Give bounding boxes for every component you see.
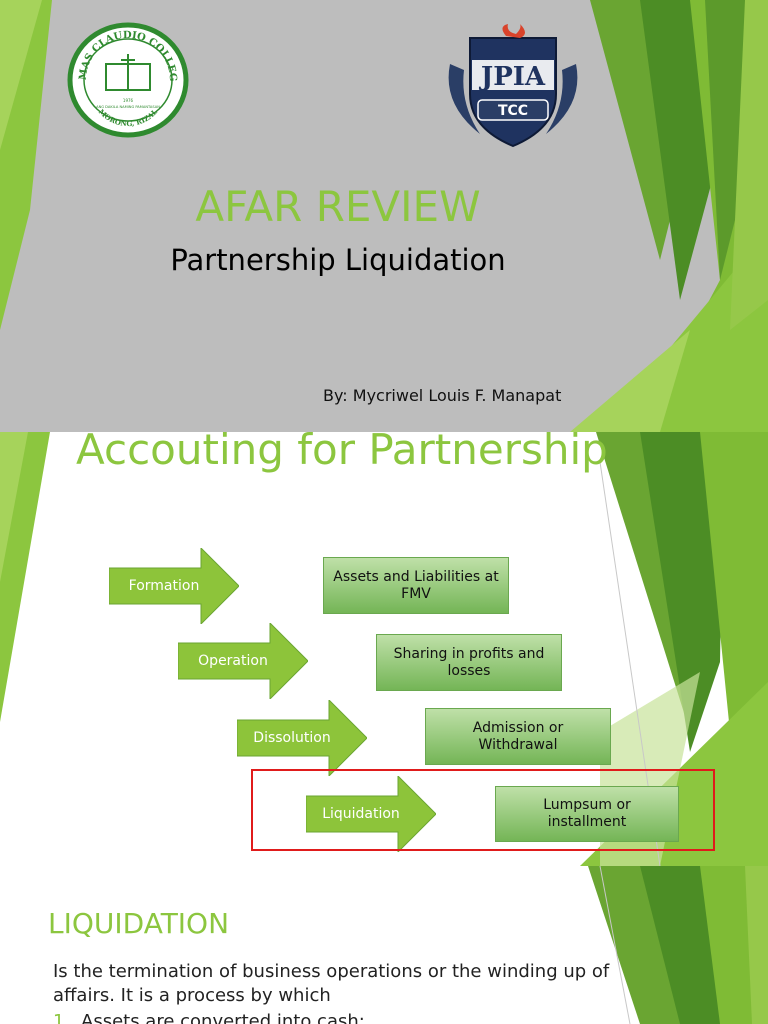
- presentation-subtitle: Partnership Liquidation: [170, 243, 506, 277]
- formation-arrow: Formation: [109, 548, 239, 624]
- jpia-tcc-logo: JPIA TCC: [440, 24, 586, 148]
- accounting-partnership-slide: Accouting for Partnership Formation Asse…: [0, 432, 768, 866]
- green-facets-background: [588, 866, 768, 1024]
- liquidation-description-box: Lumpsum or installment: [495, 786, 679, 842]
- liquidation-definition-slide: LIQUIDATION Is the termination of busine…: [0, 866, 768, 1024]
- slide-title: LIQUIDATION: [48, 907, 230, 940]
- list-number: 1.: [53, 1011, 71, 1024]
- operation-description-box: Sharing in profits and losses: [376, 634, 562, 691]
- svg-text:JPIA: JPIA: [479, 62, 546, 92]
- liquidation-highlight-frame: [251, 769, 715, 851]
- operation-arrow: Operation: [178, 623, 308, 699]
- svg-text:TCC: TCC: [498, 103, 528, 119]
- definition-text: Is the termination of business operation…: [53, 961, 610, 1006]
- dissolution-description-box: Admission or Withdrawal: [425, 708, 611, 765]
- list-item-text: Assets are converted into cash;: [81, 1011, 365, 1024]
- liquidation-label: Liquidation: [322, 806, 400, 822]
- svg-text:1976: 1976: [123, 98, 134, 103]
- author-byline: By: Mycriwel Louis F. Manapat: [323, 386, 562, 405]
- tomas-claudio-colleges-seal: TOMAS CLAUDIO COLLEGES MORONG, RIZAL 197…: [62, 14, 190, 138]
- dissolution-arrow: Dissolution: [237, 700, 367, 776]
- presentation-title: AFAR REVIEW: [195, 182, 481, 231]
- title-slide: TOMAS CLAUDIO COLLEGES MORONG, RIZAL 197…: [0, 0, 768, 432]
- list-item: 1. Assets are converted into cash;: [53, 1010, 613, 1024]
- dissolution-label: Dissolution: [253, 730, 331, 746]
- green-facets-background: [0, 0, 768, 432]
- liquidation-arrow: Liquidation: [306, 776, 436, 852]
- svg-text:ANG DAKILA NAMING PAMANTASAN: ANG DAKILA NAMING PAMANTASAN: [96, 105, 160, 109]
- formation-description-box: Assets and Liabilities at FMV: [323, 557, 509, 614]
- slide-title: Accouting for Partnership: [76, 432, 608, 474]
- operation-label: Operation: [198, 653, 268, 669]
- formation-label: Formation: [128, 578, 200, 594]
